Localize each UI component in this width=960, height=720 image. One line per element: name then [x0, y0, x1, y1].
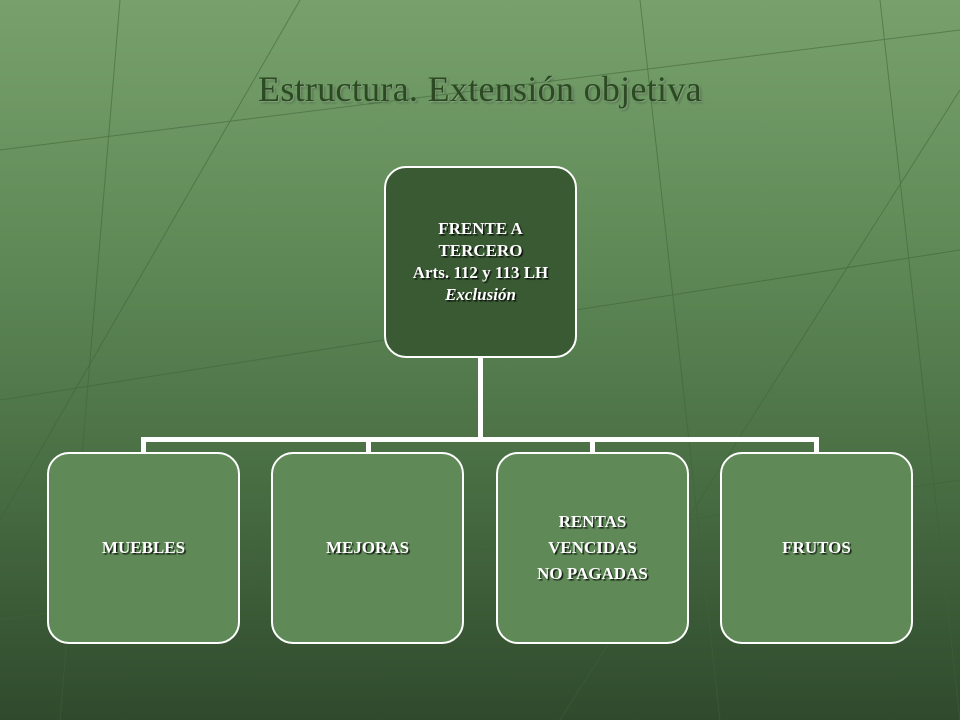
root-stem: [478, 358, 483, 440]
stem-frutos: [814, 437, 819, 452]
child-label: MEJORAS: [325, 538, 410, 557]
stem-rentas: [590, 437, 595, 452]
stem-mejoras: [366, 437, 371, 452]
stem-muebles: [141, 437, 146, 452]
child-label: FRUTOS: [782, 538, 851, 557]
child-label: NO PAGADAS: [537, 564, 648, 583]
child-label: RENTAS: [558, 512, 627, 531]
child-label: MUEBLES: [101, 538, 186, 557]
root-line-3: Arts. 112 y 113 LH: [412, 263, 549, 282]
child-label: VENCIDAS: [548, 538, 637, 557]
child-node-muebles: MUEBLES: [47, 452, 240, 644]
slide-title: Estructura. Extensión objetiva: [258, 69, 702, 109]
branch-bar: [141, 437, 819, 442]
root-line-4: Exclusión: [445, 285, 516, 304]
root-line-2: TERCERO: [438, 241, 523, 260]
root-node-frente-a-tercero: FRENTE A TERCERO Arts. 112 y 113 LH Excl…: [384, 166, 577, 358]
root-line-1: FRENTE A: [438, 219, 523, 238]
child-node-mejoras: MEJORAS: [271, 452, 464, 644]
child-node-rentas-vencidas: RENTAS VENCIDAS NO PAGADAS: [496, 452, 689, 644]
child-node-frutos: FRUTOS: [720, 452, 913, 644]
